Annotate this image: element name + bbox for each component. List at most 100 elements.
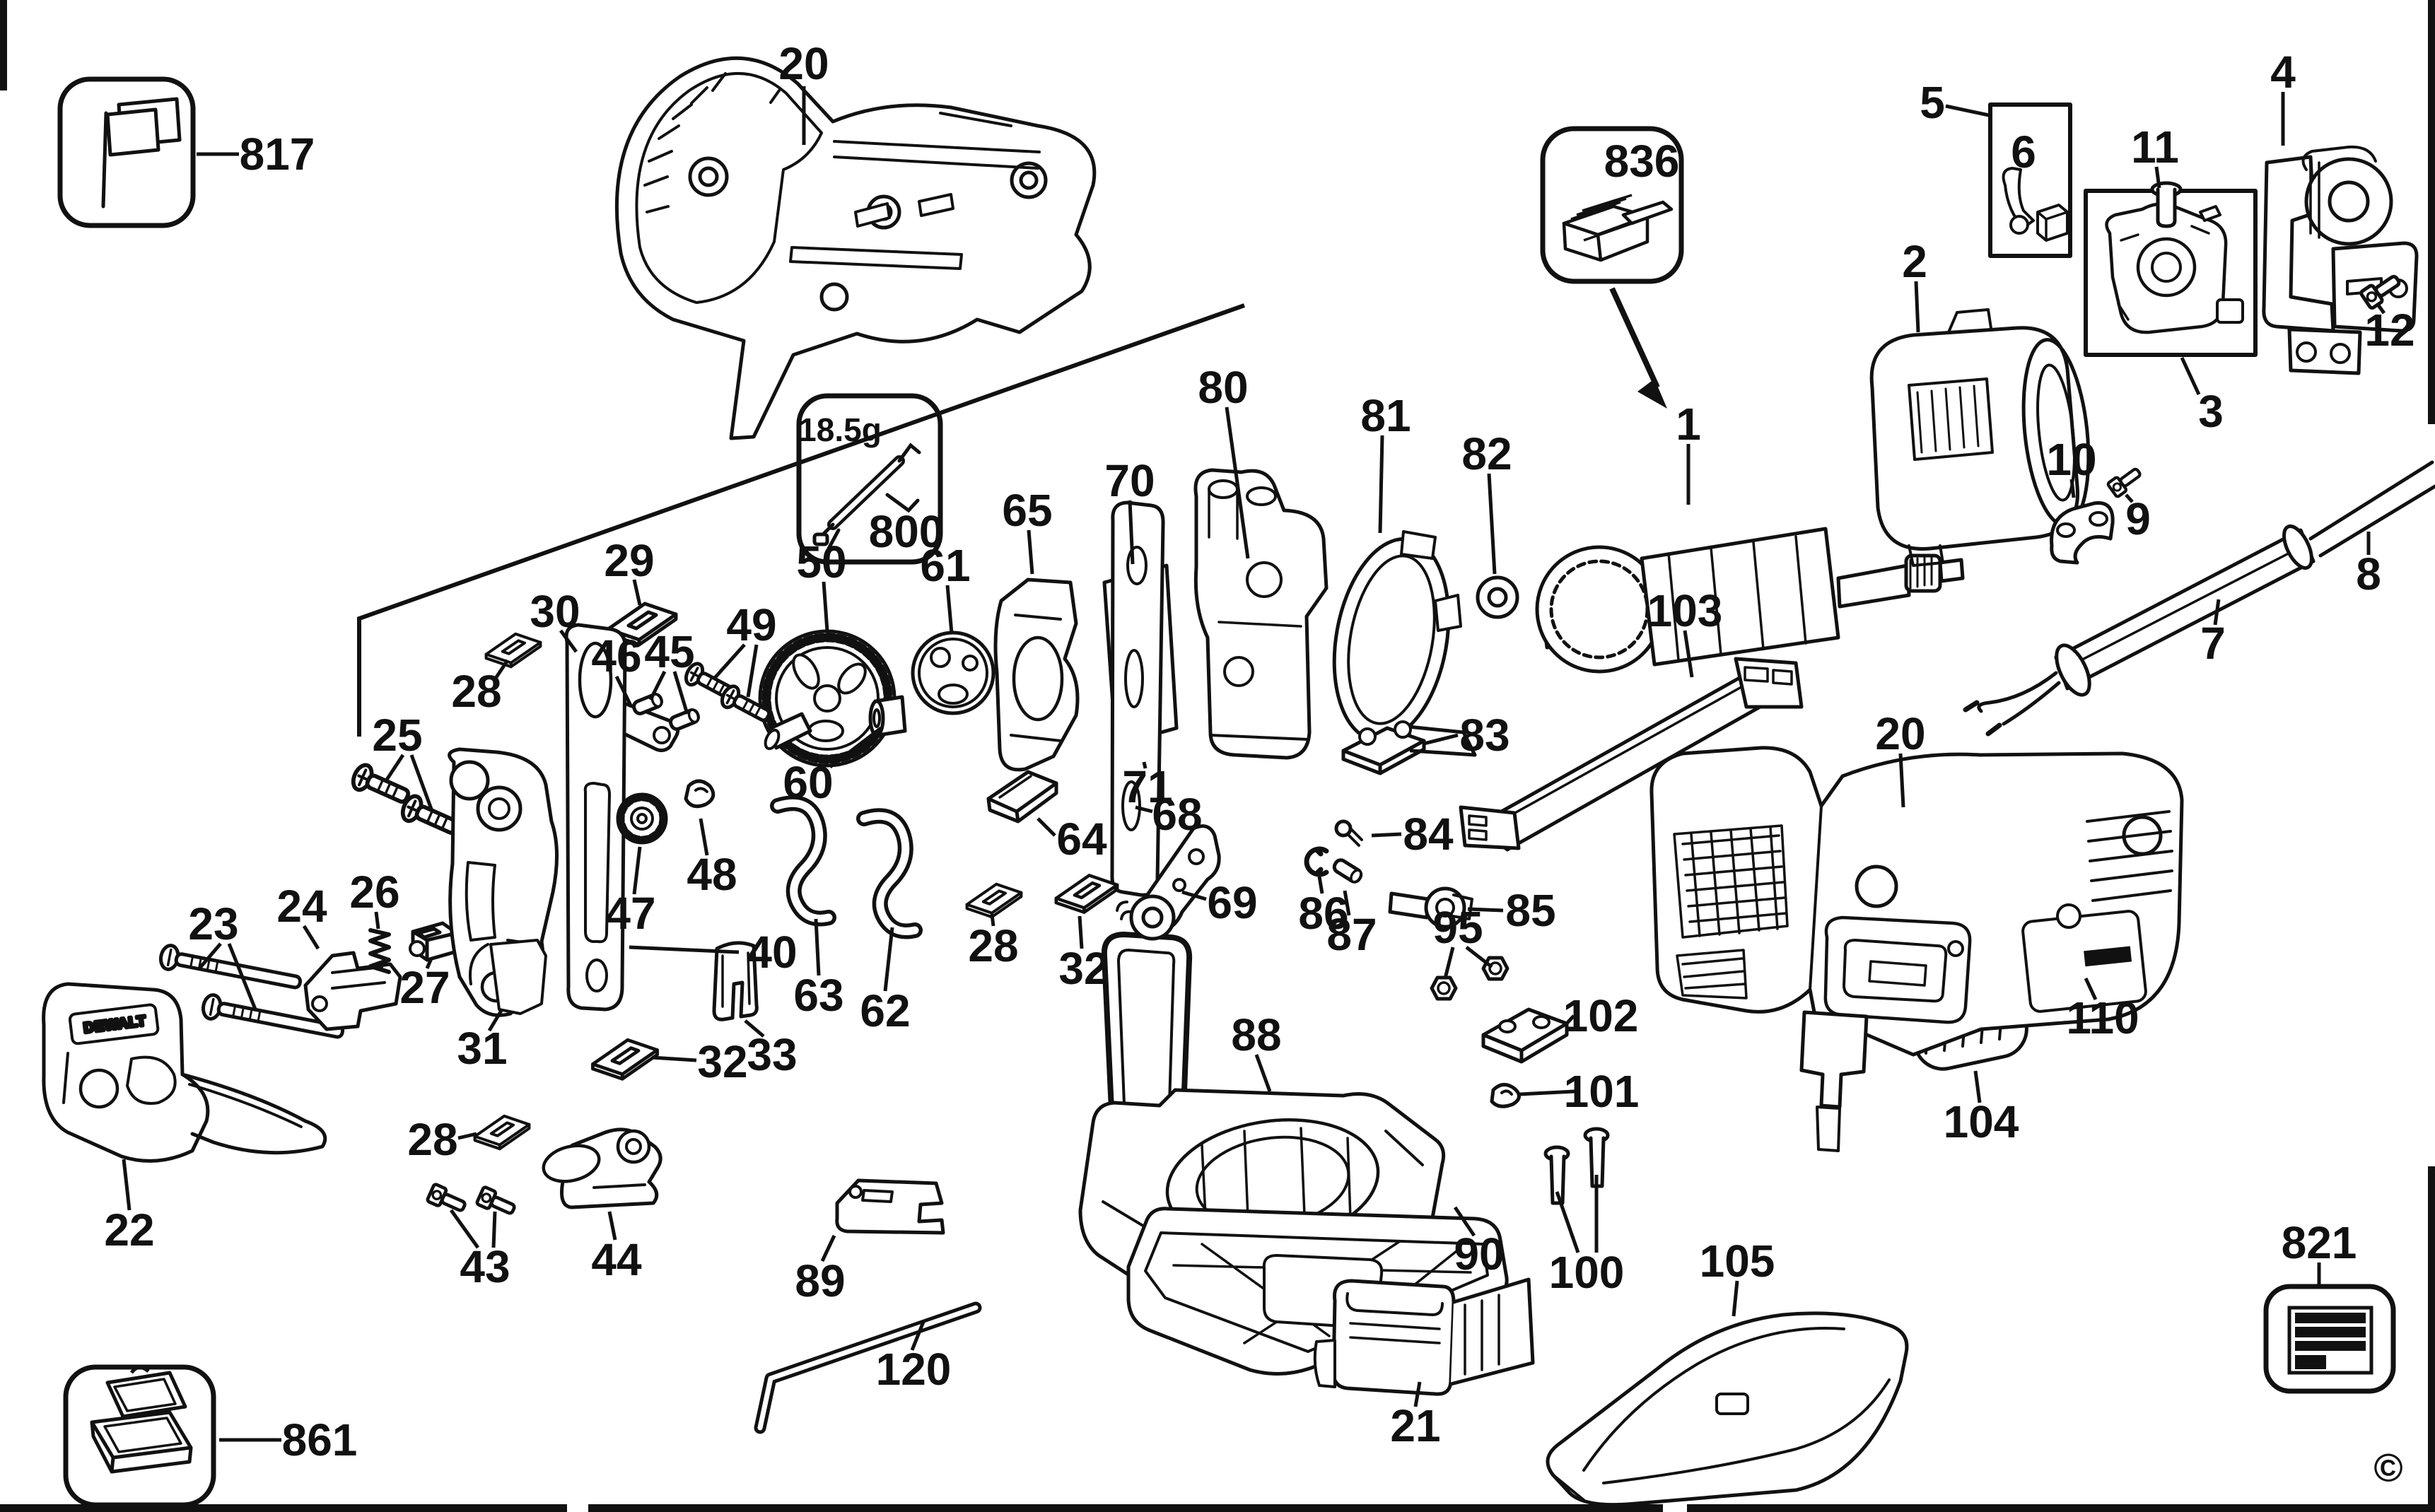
part-label-80-37: 80 xyxy=(1198,362,1248,413)
arrow-836-to-1 xyxy=(1609,287,1667,409)
part-label-1-57: 1 xyxy=(1676,399,1701,450)
part-label-65-10: 65 xyxy=(1002,485,1052,536)
leader-82-39 xyxy=(1487,473,1497,575)
leader-64-14 xyxy=(1037,817,1056,837)
part-label-50-7: 50 xyxy=(796,537,846,587)
part-label-46-4: 46 xyxy=(591,631,641,681)
part-label-32-16: 32 xyxy=(1058,943,1109,994)
part-label-89-35: 89 xyxy=(795,1255,845,1306)
part-label-103-40: 103 xyxy=(1647,585,1723,636)
part-32a-plate-drawing xyxy=(592,1040,657,1079)
leader-71-12 xyxy=(1142,761,1148,769)
part-25-screw-drawing xyxy=(350,762,413,809)
part-85-key-drawing xyxy=(1388,886,1473,929)
leader-43-33 xyxy=(491,1211,497,1248)
leader-3-64 xyxy=(2180,356,2201,396)
part-label-8-68: 8 xyxy=(2356,549,2381,599)
leader-29-1 xyxy=(632,579,642,606)
part-100-screws-drawing xyxy=(1543,1127,1610,1205)
blade-clamp-icon xyxy=(1562,194,1674,262)
leader-48-28 xyxy=(699,818,709,856)
part-label-25-20: 25 xyxy=(372,710,422,761)
badge-817: 817 xyxy=(57,76,315,228)
leader-11-61 xyxy=(2154,166,2161,189)
part-28c-plate-drawing xyxy=(475,1116,530,1149)
part-label-95-46: 95 xyxy=(1432,902,1483,953)
part-21-dust-box-drawing xyxy=(1313,1277,1535,1396)
part-label-120-36: 120 xyxy=(876,1344,952,1395)
part-label-62-19: 62 xyxy=(860,985,910,1036)
badge-label-821: 821 xyxy=(2282,1217,2357,1268)
leader-47-27 xyxy=(632,846,642,895)
part-47-knob-drawing xyxy=(616,792,668,845)
part-64-wedge-drawing xyxy=(986,770,1058,824)
part-63-hose-drawing xyxy=(778,803,829,918)
part-120-hex-key-drawing xyxy=(754,1301,982,1434)
leader-69-17 xyxy=(1181,890,1207,901)
part-label-11-61: 11 xyxy=(2131,122,2179,172)
part-62-hose-drawing xyxy=(864,816,915,931)
leader-26-22 xyxy=(374,911,380,930)
part-label-63-18: 63 xyxy=(793,970,843,1021)
part-label-29-1: 29 xyxy=(604,535,654,586)
part-label-21-52: 21 xyxy=(1390,1400,1440,1451)
part-label-20-0: 20 xyxy=(778,38,829,89)
part-89-guard-drawing xyxy=(835,1178,945,1235)
warning-label-icon xyxy=(2287,1306,2373,1375)
leader-30-2 xyxy=(559,629,578,653)
part-87-pin-drawing xyxy=(1332,858,1362,884)
part-label-45-5: 45 xyxy=(644,626,694,677)
leader-84-42 xyxy=(1371,832,1402,838)
part-label-102-47: 102 xyxy=(1563,990,1639,1041)
part-84-screw-drawing xyxy=(1334,819,1363,847)
part-label-32-30: 32 xyxy=(697,1036,747,1087)
part-label-84-42: 84 xyxy=(1403,809,1454,860)
part-45-pin-drawing xyxy=(632,693,663,715)
leader-31-25 xyxy=(487,1008,504,1032)
leader-40-26 xyxy=(629,945,740,954)
leader-105-53 xyxy=(1732,1280,1739,1317)
part-65-plate-drawing xyxy=(993,578,1080,772)
part-label-69-17: 69 xyxy=(1207,877,1257,928)
part-label-47-27: 47 xyxy=(605,888,655,939)
part-5-6-brush-kit-drawing xyxy=(1988,102,2072,258)
leader-81-38 xyxy=(1378,435,1384,534)
part-31-lever-drawing xyxy=(489,939,547,1015)
part-48-clip-drawing xyxy=(684,779,716,809)
leader-45-5 xyxy=(648,670,667,701)
leader-65-10 xyxy=(1027,529,1034,575)
leader-27-23 xyxy=(425,958,433,969)
part-80-lifter-drawing xyxy=(1193,468,1329,760)
leader-80-37 xyxy=(1225,406,1250,559)
part-43-screw2-drawing xyxy=(477,1187,518,1219)
part-28b-plate-drawing xyxy=(967,884,1022,917)
part-8-cord-drawing xyxy=(2308,460,2435,558)
part-label-22-32: 22 xyxy=(104,1205,154,1255)
part-label-3-64: 3 xyxy=(2198,386,2224,437)
part-label-4-62: 4 xyxy=(2270,47,2296,98)
part-label-6-60: 6 xyxy=(2011,127,2036,177)
flag-icon xyxy=(101,97,182,209)
part-label-44-34: 44 xyxy=(591,1234,642,1285)
leader-87-45 xyxy=(1343,890,1351,916)
part-68-plate-drawing xyxy=(1110,500,1165,897)
leader-60-9 xyxy=(829,727,882,768)
leader-23-24 xyxy=(227,943,258,1012)
leader-86-43 xyxy=(1317,876,1324,894)
part-label-27-23: 27 xyxy=(399,962,450,1013)
leader-95-46 xyxy=(1443,947,1455,979)
leader-104-54 xyxy=(1973,1070,1982,1103)
leader-102-47 xyxy=(1564,1014,1575,1026)
part-28a-plate-drawing xyxy=(486,634,541,667)
part-20-body-drawing xyxy=(1649,746,2184,1152)
badge-label-861: 861 xyxy=(282,1414,358,1465)
leader-68-13 xyxy=(1135,805,1153,814)
part-label-26-22: 26 xyxy=(349,867,399,918)
part-label-88-49: 88 xyxy=(1231,1009,1281,1060)
part-label-86-43: 86 xyxy=(1298,888,1348,939)
leader-24-21 xyxy=(302,925,320,950)
part-81-ring-drawing xyxy=(1332,530,1477,757)
part-20-housing-drawing xyxy=(614,56,1097,440)
part-103-blade-bar-drawing xyxy=(1459,657,1804,852)
